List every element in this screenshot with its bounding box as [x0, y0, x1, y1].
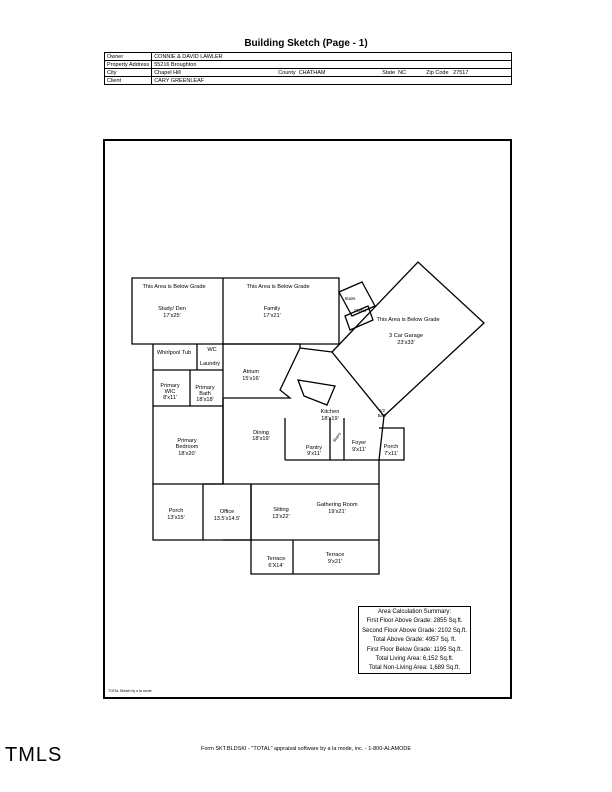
gathering-dim: 19'x21' [328, 509, 345, 515]
terrace1-label: Terrace [267, 556, 286, 562]
foyer-label: Foyer [352, 440, 366, 446]
state-value: NC [398, 69, 407, 76]
gathering-label: Gathering Room [316, 502, 357, 508]
primary-bedroom-label-2: Bedroom [176, 444, 199, 450]
pantry-dim: 9'x11' [307, 451, 321, 457]
terrace1-dim: 6'X14' [268, 563, 283, 569]
page-title: Building Sketch (Page - 1) [244, 38, 368, 49]
summary-title: Area Calculation Summary: [377, 609, 452, 615]
sketch-frame [103, 139, 512, 699]
office-label: Office [220, 509, 235, 515]
primary-bedroom-dim: 18'x20' [178, 451, 195, 457]
terrace2-dim: 9'x21' [328, 559, 342, 565]
zip-value: 27517 [453, 69, 469, 76]
plan-walls [131, 261, 485, 575]
summary-line-6: Total Non-Living Area: 1,689 Sq.ft. [368, 665, 461, 672]
porch-right-label: Porch [384, 444, 399, 450]
summary-line-3: Total Above Grade: 4957 Sq. ft. [372, 637, 457, 644]
corner-note: TOTAL Sketch by a la mode [108, 689, 152, 693]
garage-label: 3 Car Garage [389, 333, 423, 339]
primary-bath-label-1: Primary [195, 385, 214, 391]
stairs2-label: Stairs [332, 431, 342, 443]
zip-label: Zip Code [426, 69, 449, 76]
summary-line-1: First Floor Above Grade: 2855 Sq.ft. [366, 618, 463, 625]
study-label: Study/ Den [158, 306, 186, 312]
dining-label: Dining [253, 430, 269, 436]
laundry-label: Laundry [200, 361, 220, 367]
porch-right-dim: 7'x11' [384, 451, 398, 457]
summary-line-4: First Floor Below Grade: 1195 Sq.ft. [366, 646, 463, 653]
county-value: CHATHAM [298, 69, 326, 76]
garage-below-label: This Area is Below Grade [376, 317, 439, 323]
primary-bath-label-2: Bath [199, 391, 211, 397]
whirlpool-label: Whirlpool Tub [157, 350, 191, 356]
half-bath-label-1: 1/2 [379, 408, 385, 413]
porch-left-label: Porch [169, 508, 184, 514]
stairs-label: Stairs [345, 296, 356, 301]
client-label: Client [103, 76, 153, 85]
dining-dim: 18'x19' [252, 436, 269, 442]
study-dim: 17'x25' [163, 313, 180, 319]
atrium-label: Atrium [243, 369, 260, 375]
pantry-label: Pantry [306, 445, 322, 451]
study-below-label: This Area is Below Grade [142, 284, 205, 290]
header-table: Owner CONNIE & DAVID LAWLER Property Add… [103, 52, 513, 85]
primary-bath-dim: 18'x18' [196, 397, 213, 403]
primary-wic-label-2: WIC [165, 389, 176, 395]
half-bath-label-2: Bath [378, 413, 387, 418]
family-dim: 17'x21' [263, 313, 280, 319]
atrium-dim: 15'x16' [242, 376, 259, 382]
family-label: Family [264, 306, 281, 312]
garage-dim: 23'x33' [397, 340, 414, 346]
kitchen-dim: 18'x19' [321, 416, 338, 422]
area-summary: Area Calculation Summary: First Floor Ab… [358, 606, 471, 674]
terrace2-label: Terrace [326, 552, 345, 558]
state-label: State [382, 69, 396, 76]
primary-wic-dim: 8'x11' [163, 395, 177, 401]
porch-left-dim: 13'x15' [167, 515, 184, 521]
room-labels: This Area is Below Grade Study/ Den 17'x… [142, 284, 439, 569]
foyer-dim: 9'x11' [352, 447, 366, 453]
closet-label: Closet [354, 308, 367, 313]
office-dim: 13.5'x14.5' [214, 516, 241, 522]
footer-text: Form SKT.BLDSKI - "TOTAL" appraisal soft… [200, 746, 412, 752]
kitchen-label: Kitchen [321, 409, 340, 415]
summary-line-2: Second Floor Above Grade: 2102 Sq.ft. [362, 627, 467, 634]
family-below-label: This Area is Below Grade [246, 284, 309, 290]
brand-logo: TMLS [5, 744, 63, 766]
client-value: CARY GREENLEAF [151, 76, 512, 85]
county-label: County [278, 69, 296, 76]
primary-wic-label-1: Primary [160, 383, 179, 389]
summary-line-5: Total Living Area: 6,152 Sq.ft. [375, 656, 454, 663]
wc-label: WC [207, 347, 216, 353]
primary-bedroom-label-1: Primary [177, 438, 196, 444]
sitting-label: Sitting [273, 507, 289, 513]
sitting-dim: 13'x22' [272, 514, 289, 520]
